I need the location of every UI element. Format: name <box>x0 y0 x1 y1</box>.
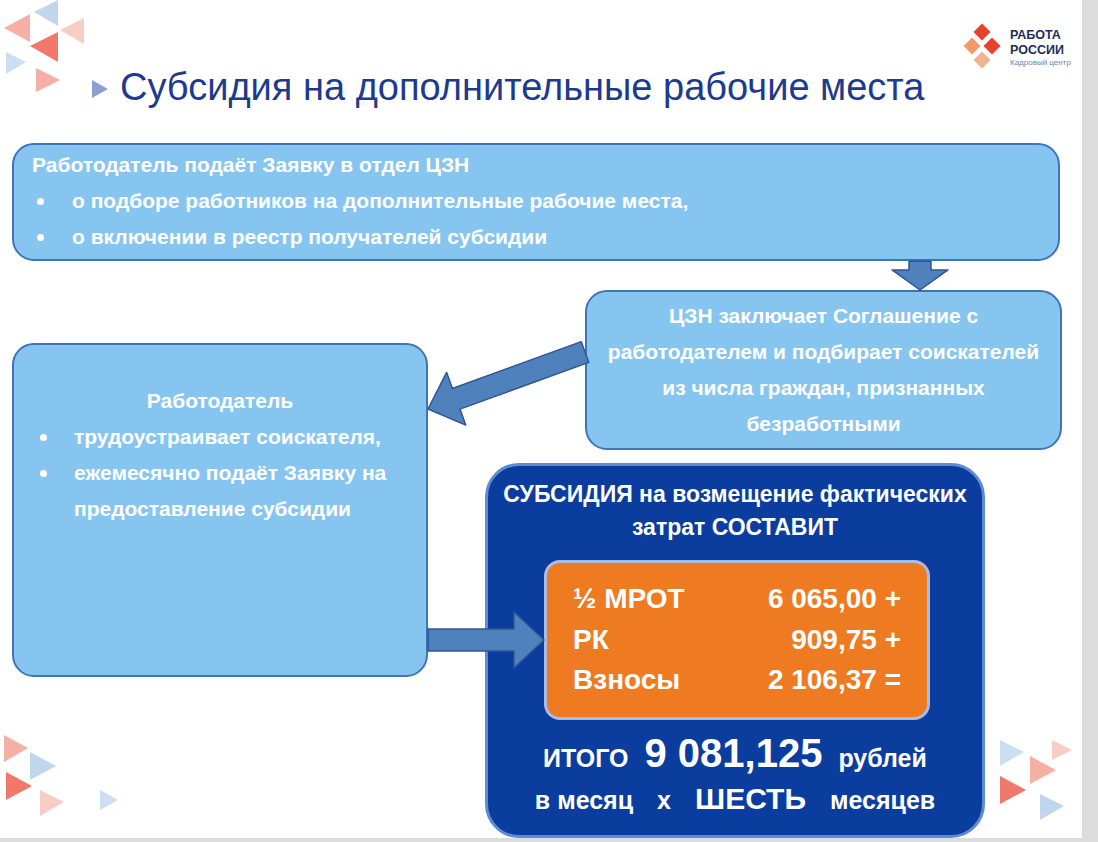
bullet-item: о включении в реестр получателей субсиди… <box>32 219 1040 255</box>
formula-term: РК <box>573 622 685 658</box>
logo-text: РОССИИ <box>1010 43 1064 57</box>
box-heading: СУБСИДИЯ на возмещение фактических затра… <box>498 478 972 545</box>
bullet-item: ежемесячно подаёт Заявку на предоставлен… <box>32 455 408 527</box>
logo-text: РАБОТА <box>1010 28 1061 42</box>
formula-value: 6 065,00 + <box>709 581 901 617</box>
box-text: ЦЗН заключает Соглашение с работодателем… <box>603 298 1044 442</box>
bullet-item: о подборе работников на дополнительные р… <box>32 183 1040 219</box>
total-text: х <box>657 785 671 816</box>
slide-title: Субсидия на дополнительные рабочие места <box>120 66 924 109</box>
result-box: ½ МРОТ 6 065,00 + РК 909,75 + Взносы 2 106,37… <box>485 463 985 838</box>
box-heading: Работодатель <box>32 383 408 419</box>
process-box: ЦЗН заключает Соглашение с работодателем… <box>585 290 1062 450</box>
block-arrow <box>428 342 589 425</box>
bullet-item: трудоустраивает соискателя, <box>32 419 408 455</box>
logo-mark <box>964 24 1001 69</box>
title-bullet <box>92 80 108 98</box>
total-text: месяцев <box>830 785 935 816</box>
total-amount: 9 081,125 <box>644 728 822 778</box>
total-text: ИТОГО <box>543 743 628 774</box>
process-box: Работодатель подаёт Заявку в отдел ЦЗНо … <box>12 143 1060 261</box>
formula-term: Взносы <box>573 662 685 698</box>
process-box: Работодательтрудоустраивает соискателя,е… <box>12 343 428 677</box>
box-heading: Работодатель подаёт Заявку в отдел ЦЗН <box>32 147 1040 183</box>
formula-box: ½ МРОТ 6 065,00 + РК 909,75 + Взносы 2 106,37… <box>544 560 930 720</box>
total-text: рублей <box>838 743 927 774</box>
block-arrow <box>892 261 948 290</box>
logo-subtitle: Кадровый центр <box>1010 58 1071 67</box>
total-text: в месяц <box>535 785 633 816</box>
formula-value: 909,75 + <box>709 622 901 658</box>
block-arrow <box>428 612 544 668</box>
formula-value: 2 106,37 = <box>709 662 901 698</box>
total-text: ШЕСТЬ <box>695 780 806 818</box>
formula-term: ½ МРОТ <box>573 581 685 617</box>
